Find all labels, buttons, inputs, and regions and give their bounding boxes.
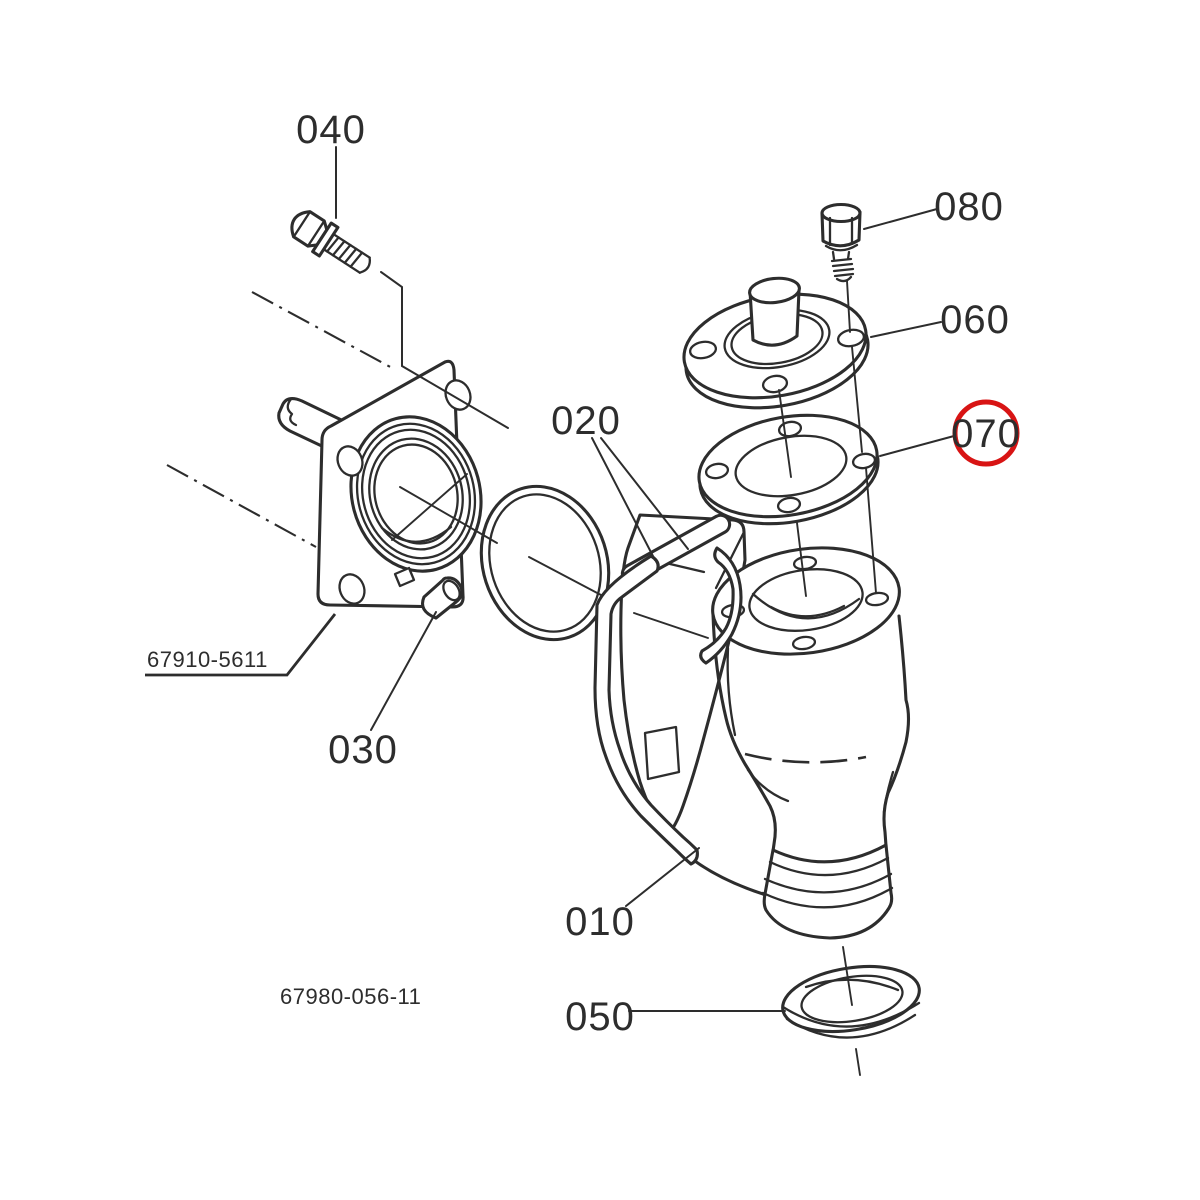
leader-lines: [145, 146, 955, 1012]
case-stub-shaft: [277, 397, 360, 459]
callout-020[interactable]: 020: [551, 399, 621, 443]
callout-080[interactable]: 080: [934, 185, 1004, 229]
part-codes: 67910-5611 67980-056-11: [147, 647, 421, 1009]
highlight-circle-070: [952, 399, 1020, 467]
bearing-case: [277, 359, 483, 609]
body-010: [711, 546, 911, 940]
body-outlet-fitting: [761, 843, 894, 940]
gasket-070-holes: [704, 420, 877, 514]
bolt-080: [820, 202, 862, 283]
case-key: [393, 566, 416, 588]
bolt-040: [290, 210, 371, 274]
body-top-face: [711, 546, 901, 656]
gasket-020: [593, 513, 743, 866]
case-bolt-holes: [336, 379, 472, 605]
callout-050[interactable]: 050: [565, 995, 635, 1039]
callout-010[interactable]: 010: [565, 900, 635, 944]
flange-060: [682, 276, 870, 410]
callout-060[interactable]: 060: [940, 298, 1010, 342]
o-ring: [479, 484, 611, 642]
centerlines-left: [166, 291, 395, 548]
flange-shaft: [748, 288, 801, 347]
flange-bolt-holes: [688, 328, 866, 394]
gasket-070: [697, 413, 880, 526]
body-bracket-block: [643, 725, 681, 781]
alignment-lines: [391, 280, 877, 1076]
callout-040[interactable]: 040: [296, 108, 366, 152]
callout-030[interactable]: 030: [328, 728, 398, 772]
partcode-67910-5611: 67910-5611: [147, 647, 268, 672]
pin-030: [420, 576, 464, 620]
case-bore: [349, 415, 483, 573]
callout-070[interactable]: 070: [951, 412, 1021, 456]
partcode-underline-leader: [145, 613, 337, 677]
callout-labels: 040 080 060 070 020 030 010 050: [296, 108, 1021, 1039]
partcode-67980-056-11: 67980-056-11: [280, 984, 421, 1009]
